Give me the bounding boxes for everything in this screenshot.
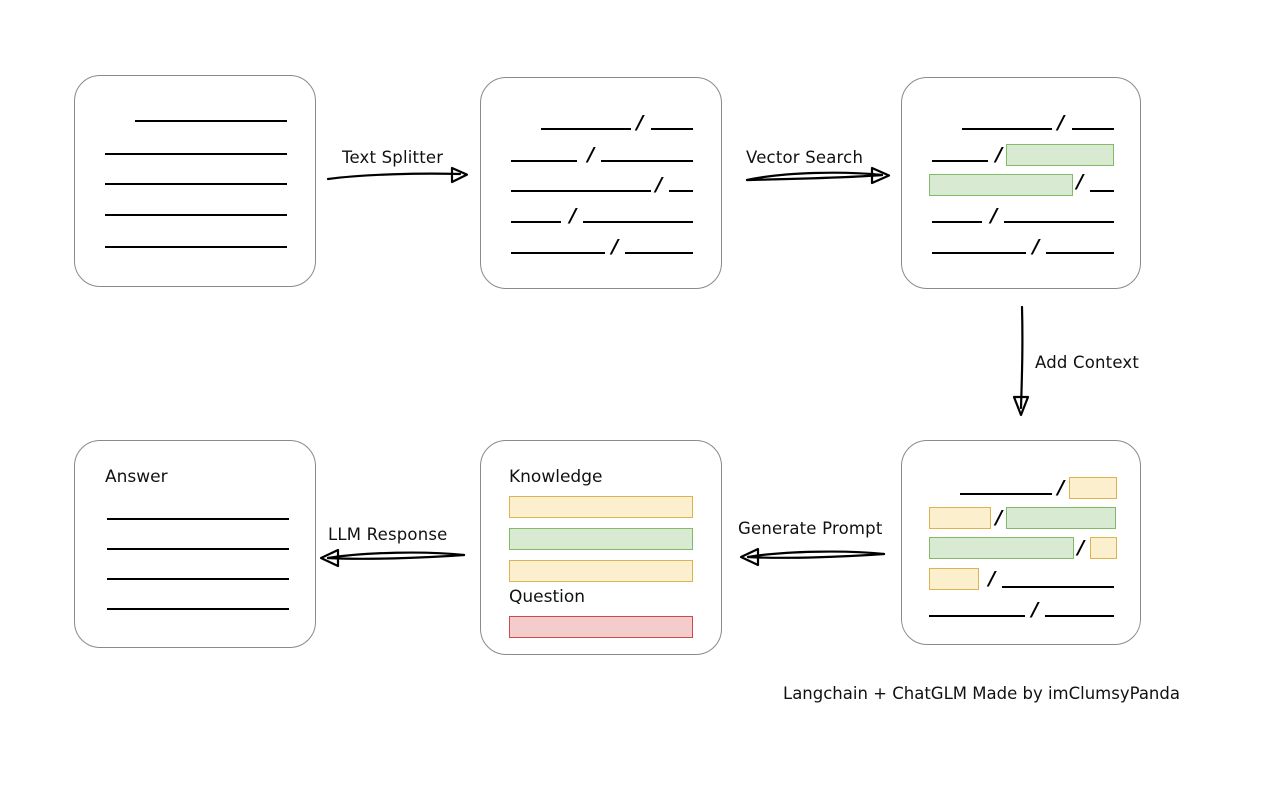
slash-separator: / bbox=[587, 143, 595, 166]
answer-heading: Answer bbox=[105, 467, 168, 487]
question-heading: Question bbox=[509, 587, 586, 607]
chunk-rule bbox=[511, 160, 577, 162]
document-rule bbox=[135, 120, 287, 122]
chunk-rule bbox=[932, 221, 982, 223]
chunk-rule bbox=[960, 493, 1052, 495]
slash-separator: / bbox=[995, 506, 1003, 529]
slash-separator: / bbox=[655, 173, 663, 196]
context-chunk-yellow[interactable] bbox=[929, 568, 979, 590]
slash-separator: / bbox=[995, 143, 1003, 166]
knowledge-chunk-yellow[interactable] bbox=[509, 496, 693, 518]
chunk-rule bbox=[583, 221, 693, 223]
answer-rule bbox=[107, 608, 289, 610]
chunk-rule bbox=[625, 252, 693, 254]
card-prompt[interactable]: Knowledge Question bbox=[480, 440, 722, 655]
context-chunk-yellow[interactable] bbox=[929, 507, 991, 529]
arrow-add-context bbox=[1012, 305, 1030, 417]
card-split-document[interactable]: / / / / / bbox=[480, 77, 722, 289]
answer-rule bbox=[107, 578, 289, 580]
slash-separator: / bbox=[988, 567, 996, 590]
chunk-rule bbox=[669, 190, 693, 192]
arrow-text-splitter bbox=[326, 166, 469, 184]
slash-separator: / bbox=[636, 111, 644, 134]
arrow-llm-response bbox=[319, 548, 466, 568]
slash-separator: / bbox=[611, 235, 619, 258]
document-rule bbox=[105, 246, 287, 248]
card-source-document[interactable] bbox=[74, 75, 316, 287]
context-chunk-yellow[interactable] bbox=[1069, 477, 1117, 499]
chunk-rule bbox=[541, 128, 631, 130]
arrow-generate-prompt bbox=[739, 547, 886, 567]
slash-separator: / bbox=[569, 204, 577, 227]
card-matched-document[interactable]: / / / / / bbox=[901, 77, 1141, 289]
slash-separator: / bbox=[990, 204, 998, 227]
document-rule bbox=[105, 183, 287, 185]
question-chunk-red[interactable] bbox=[509, 616, 693, 638]
chunk-rule bbox=[932, 252, 1026, 254]
matched-chunk-green[interactable] bbox=[929, 174, 1073, 196]
slash-separator: / bbox=[1032, 235, 1040, 258]
card-context-document[interactable]: / / / / / bbox=[901, 440, 1141, 645]
footer-credit: Langchain + ChatGLM Made by imClumsyPand… bbox=[783, 684, 1180, 703]
context-chunk-green[interactable] bbox=[1006, 507, 1116, 529]
context-chunk-yellow[interactable] bbox=[1090, 537, 1117, 559]
chunk-rule bbox=[511, 190, 651, 192]
chunk-rule bbox=[1046, 252, 1114, 254]
slash-separator: / bbox=[1077, 536, 1085, 559]
knowledge-heading: Knowledge bbox=[509, 467, 603, 487]
chunk-rule bbox=[511, 252, 605, 254]
chunk-rule bbox=[962, 128, 1052, 130]
chunk-rule bbox=[1090, 190, 1114, 192]
arrow-label-add-context: Add Context bbox=[1035, 353, 1140, 372]
chunk-rule bbox=[929, 615, 1025, 617]
chunk-rule bbox=[1072, 128, 1114, 130]
document-rule bbox=[105, 153, 287, 155]
answer-rule bbox=[107, 518, 289, 520]
card-answer[interactable]: Answer bbox=[74, 440, 316, 648]
arrow-label-text-splitter: Text Splitter bbox=[342, 148, 444, 167]
slash-separator: / bbox=[1031, 598, 1039, 621]
chunk-rule bbox=[511, 221, 561, 223]
chunk-rule bbox=[1045, 615, 1114, 617]
document-rule bbox=[105, 214, 287, 216]
chunk-rule bbox=[1004, 221, 1114, 223]
knowledge-chunk-green[interactable] bbox=[509, 528, 693, 550]
chunk-rule bbox=[1002, 586, 1114, 588]
chunk-rule bbox=[601, 160, 693, 162]
arrow-label-vector-search: Vector Search bbox=[746, 148, 864, 167]
matched-chunk-green[interactable] bbox=[1006, 144, 1114, 166]
slash-separator: / bbox=[1057, 476, 1065, 499]
context-chunk-green[interactable] bbox=[929, 537, 1074, 559]
chunk-rule bbox=[651, 128, 693, 130]
chunk-rule bbox=[932, 160, 988, 162]
arrow-vector-search bbox=[745, 166, 891, 185]
slash-separator: / bbox=[1057, 111, 1065, 134]
arrow-label-llm-response: LLM Response bbox=[328, 525, 448, 544]
answer-rule bbox=[107, 548, 289, 550]
arrow-label-generate-prompt: Generate Prompt bbox=[738, 519, 883, 538]
knowledge-chunk-yellow[interactable] bbox=[509, 560, 693, 582]
slash-separator: / bbox=[1076, 170, 1084, 193]
